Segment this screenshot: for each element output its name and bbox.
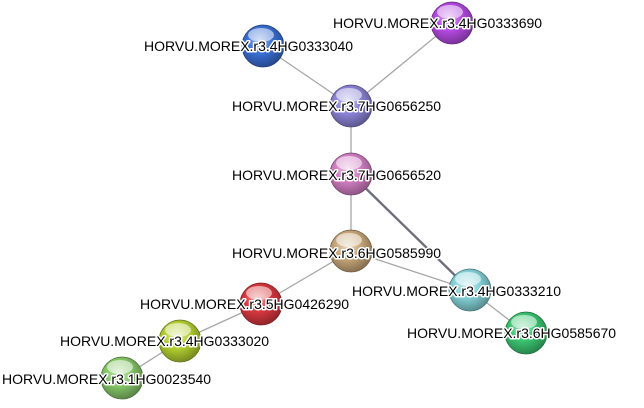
node-label: HORVU.MOREX.r3.1HG0023540 [2,371,211,387]
node-highlight [336,88,362,102]
node-n3[interactable]: HORVU.MOREX.r3.7HG0656250 [231,84,443,128]
node-n8[interactable]: HORVU.MOREX.r3.6HG0585670 [406,311,618,355]
node-n4[interactable]: HORVU.MOREX.r3.7HG0656520 [231,152,443,196]
node-n9[interactable]: HORVU.MOREX.r3.4HG0333020 [59,319,271,363]
edge-n2-n3 [350,22,453,107]
node-label: HORVU.MOREX.r3.4HG0333690 [333,15,542,31]
node-label: HORVU.MOREX.r3.6HG0585670 [407,325,616,341]
node-n10[interactable]: HORVU.MOREX.r3.1HG0023540 [1,356,213,400]
node-label: HORVU.MOREX.r3.6HG0585990 [232,245,441,261]
node-label: HORVU.MOREX.r3.7HG0656250 [232,98,441,114]
node-n5[interactable]: HORVU.MOREX.r3.6HG0585990 [231,229,443,273]
node-n6[interactable]: HORVU.MOREX.r3.4HG0333210 [351,268,563,312]
node-highlight [107,360,133,374]
node-label: HORVU.MOREX.r3.7HG0656520 [232,167,441,183]
node-highlight [455,272,481,286]
node-label: HORVU.MOREX.r3.5HG0426290 [140,296,349,312]
node-n7[interactable]: HORVU.MOREX.r3.5HG0426290 [139,282,351,326]
node-n1[interactable]: HORVU.MOREX.r3.4HG0333040 [143,24,355,68]
node-highlight [336,156,362,170]
node-layer: HORVU.MOREX.r3.4HG0333040HORVU.MOREX.r3.… [1,1,618,400]
node-highlight [511,315,537,329]
node-label: HORVU.MOREX.r3.4HG0333210 [352,283,561,299]
node-highlight [248,28,274,42]
node-highlight [336,233,362,247]
node-n2[interactable]: HORVU.MOREX.r3.4HG0333690 [332,1,544,45]
node-highlight [246,286,272,300]
node-highlight [437,5,463,19]
node-label: HORVU.MOREX.r3.4HG0333040 [144,38,353,54]
node-highlight [165,323,191,337]
node-label: HORVU.MOREX.r3.4HG0333020 [60,333,269,349]
edge-n4-n6 [350,173,471,291]
